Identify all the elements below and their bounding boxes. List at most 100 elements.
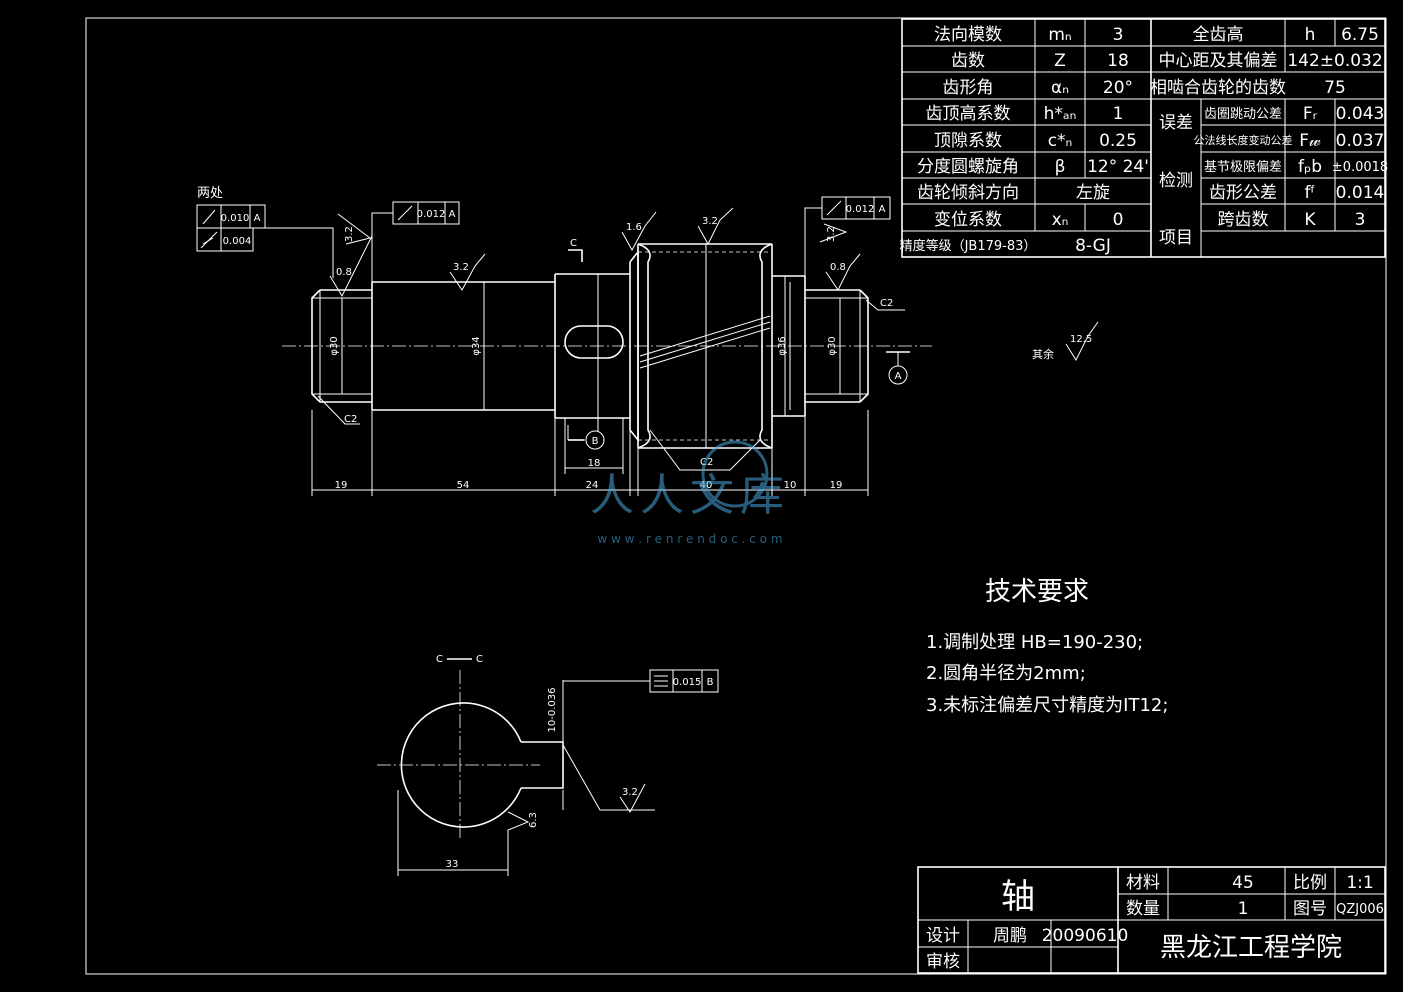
key-width-dim: 10-0.036 [547, 688, 558, 733]
watermark-url: w w w . r e n r e n d o c . c o m [597, 532, 782, 546]
title-block [917, 866, 1386, 974]
technical-requirements: 技术要求 1.调制处理 HB=190-230; 2.圆角半径为2mm; 3.未标… [926, 577, 1168, 716]
inspect-name: 跨齿数 [1218, 210, 1269, 230]
runout-value: 0.012 [846, 204, 875, 215]
param-name: 齿顶高系数 [926, 104, 1011, 124]
inspect-name: 公法线长度变动公差 [1194, 133, 1293, 147]
scale-label: 比例 [1293, 873, 1327, 893]
param-left-text: 法向模数 mₙ 3 齿数 Z 18 齿形角 αₙ 20° 齿顶高系数 h*ₐₙ … [900, 25, 1149, 256]
review-label: 审核 [926, 952, 960, 972]
dim-length: 24 [586, 480, 599, 491]
qty-label: 数量 [1126, 899, 1160, 919]
runout-datum: A [449, 209, 456, 220]
drawno-label: 图号 [1293, 899, 1327, 919]
two-places-note: 两处 [197, 186, 223, 201]
chamfer-label: C2 [700, 457, 713, 468]
datum-a-label: A [895, 371, 902, 382]
roughness-label: 1.6 [626, 222, 642, 233]
param-name: 精度等级（JB179-83） [900, 238, 1037, 254]
qty-value: 1 [1238, 899, 1249, 919]
param-name: 变位系数 [934, 210, 1002, 230]
param-name: 法向模数 [934, 25, 1002, 45]
symmetry-datum: B [707, 677, 714, 688]
inspect-sym: F𝓌 [1299, 131, 1321, 151]
param-val: 12° 24' [1087, 157, 1149, 177]
param-sym: mₙ [1048, 25, 1071, 45]
dim-dia-34: φ34 [471, 336, 482, 355]
param-sym: Z [1054, 51, 1066, 71]
param-name: 齿形角 [943, 78, 994, 98]
param-val: 0.25 [1099, 131, 1137, 151]
roughness-label: 3.2 [622, 787, 638, 798]
param-val: 20° [1103, 78, 1133, 98]
inspect-label: 误差 [1159, 113, 1193, 133]
watermark-text: 人人文库 [590, 470, 790, 521]
part-name: 轴 [1001, 877, 1035, 917]
inspect-sym: K [1304, 210, 1316, 230]
title-block-text: 轴 材料 45 比例 1:1 数量 1 图号 QZJ006 设计 周鹏 2009… [926, 873, 1384, 972]
param-sym: xₙ [1052, 210, 1069, 230]
roughness-label: 6.3 [528, 812, 539, 828]
tech-item: 1.调制处理 HB=190-230; [926, 632, 1143, 653]
dim-length: 19 [830, 480, 843, 491]
param-sym: αₙ [1051, 78, 1069, 98]
keyway-slot [564, 325, 624, 359]
param-sym: h [1305, 25, 1316, 45]
watermark: 人人文库 w w w . r e n r e n d o c . c o m [590, 440, 790, 546]
dim-length: 54 [457, 480, 470, 491]
material-value: 45 [1232, 873, 1254, 893]
dim-dia-left: φ30 [329, 336, 340, 355]
param-name: 齿轮倾斜方向 [917, 183, 1019, 203]
school-name: 黑龙江工程学院 [1160, 933, 1342, 963]
param-val: 3 [1113, 25, 1124, 45]
param-name: 顶隙系数 [934, 131, 1002, 151]
design-label: 设计 [926, 926, 960, 946]
symmetry-value: 0.015 [673, 677, 702, 688]
inspect-sym: fᶠ [1304, 183, 1315, 203]
tech-item: 2.圆角半径为2mm; [926, 663, 1086, 684]
inspect-val: 3 [1355, 210, 1366, 230]
section-mark-c: C [436, 654, 443, 665]
dim-dia-right: φ30 [827, 336, 838, 355]
param-val: 6.75 [1341, 25, 1379, 45]
inspect-val: 0.037 [1336, 131, 1385, 151]
param-name: 齿数 [951, 51, 985, 71]
param-sym: c*ₙ [1048, 131, 1073, 151]
param-val: 18 [1107, 51, 1129, 71]
param-name: 全齿高 [1193, 25, 1244, 45]
param-sym: h*ₐₙ [1044, 104, 1077, 124]
cylindricity-value: 0.004 [223, 236, 252, 247]
tech-item: 3.未标注偏差尺寸精度为IT12; [926, 695, 1168, 716]
roughness-label: 0.8 [830, 262, 846, 273]
designer-name: 周鹏 [993, 926, 1027, 946]
param-val: 8-GJ [1075, 236, 1111, 256]
inspect-name: 齿圈跳动公差 [1204, 107, 1282, 122]
inspect-sym: Fᵣ [1303, 104, 1318, 124]
drawno-value: QZJ006 [1336, 902, 1384, 917]
runout-datum: A [879, 204, 886, 215]
inspect-name: 基节极限偏差 [1204, 160, 1282, 175]
roughness-label: 3.2 [453, 262, 469, 273]
gear-parameter-table [901, 18, 1386, 258]
inspect-sym: fₚb [1298, 157, 1322, 177]
inspect-val: 0.014 [1336, 183, 1385, 203]
runout-datum: A [254, 213, 261, 224]
inspect-val: ±0.0018 [1332, 160, 1388, 175]
inspect-name: 齿形公差 [1209, 183, 1277, 203]
dim-length: 19 [335, 480, 348, 491]
other-surfaces-note: 其余 [1032, 347, 1054, 361]
chamfer-label: C2 [880, 298, 893, 309]
material-label: 材料 [1126, 873, 1160, 893]
datum-a-circle [888, 365, 908, 385]
runout-value: 0.012 [417, 209, 446, 220]
drawing-border [85, 17, 1387, 975]
param-val: 左旋 [1076, 183, 1110, 203]
roughness-label: 3.2 [826, 226, 837, 242]
param-name: 中心距及其偏差 [1159, 51, 1278, 71]
section-mark-c: C [570, 238, 577, 249]
param-val: 0 [1113, 210, 1124, 230]
param-val: 142±0.032 [1287, 51, 1382, 71]
inspect-label: 项目 [1159, 228, 1193, 248]
runout-value: 0.010 [221, 213, 250, 224]
